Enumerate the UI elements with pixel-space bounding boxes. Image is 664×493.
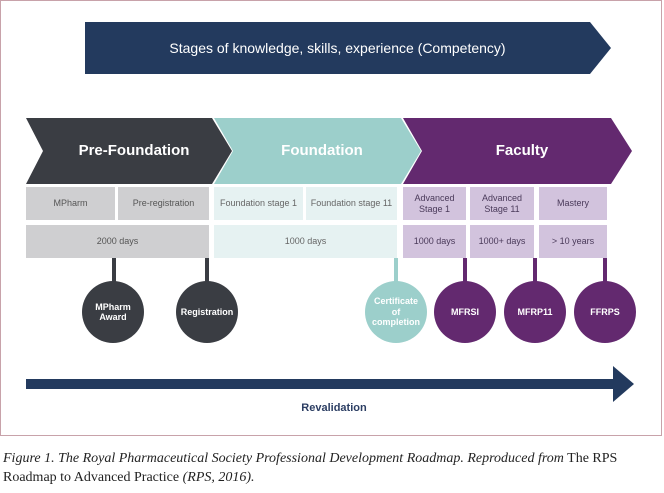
stage-label-foundation-11: Foundation stage 11 [310, 198, 393, 209]
milestone-label-mfrsi: MFRSI [451, 306, 479, 317]
connector-mfrp11 [533, 258, 537, 285]
duration-cell-mastery [539, 225, 607, 258]
figure-caption: Figure 1. The Royal Pharmaceutical Socie… [3, 449, 663, 487]
stage-label-mastery: Mastery [556, 198, 589, 209]
stage-cell-advanced-11 [470, 187, 534, 220]
competency-banner-text: Stages of knowledge, skills, experience … [169, 39, 506, 56]
roadmap-diagram [26, 22, 636, 402]
stage-cell-foundation-11 [306, 187, 397, 220]
connector-mpharm-award [112, 258, 116, 285]
caption-italic-part-2: (RPS, 2016). [182, 470, 255, 485]
competency-banner-arrow [85, 22, 611, 74]
milestone-circle-certificate [365, 281, 427, 343]
duration-label-advanced-11: 1000+ days [478, 236, 526, 247]
milestone-circle-mfrsi [434, 281, 496, 343]
duration-label-advanced-1: 1000 days [413, 236, 456, 247]
phase-label-foundation: Foundation [281, 142, 363, 160]
duration-label-pre-foundation: 2000 days [96, 236, 139, 247]
milestone-label-registration: Registration [180, 306, 234, 317]
caption-italic-part-1: Figure 1. The Royal Pharmaceutical Socie… [3, 451, 564, 466]
phase-label-faculty: Faculty [495, 142, 549, 160]
stage-cell-mpharm [26, 187, 115, 220]
revalidation-arrow-head [613, 366, 634, 402]
pre-foundation-chevron [26, 118, 232, 184]
foundation-chevron [214, 118, 421, 184]
connector-mfrsi [463, 258, 467, 285]
duration-label-foundation: 1000 days [284, 236, 327, 247]
stage-cell-pre-registration [118, 187, 209, 220]
stage-label-mpharm: MPharm [53, 198, 88, 209]
caption-source-title: The RPS Roadmap to Advanced Practice [3, 451, 618, 485]
milestone-circle-ffrps [574, 281, 636, 343]
duration-cell-pre-foundation [26, 225, 209, 258]
stage-label-advanced-11: Advanced Stage 11 [481, 193, 523, 214]
milestone-circle-mpharm-award [82, 281, 144, 343]
stage-label-foundation-1: Foundation stage 1 [219, 198, 298, 209]
stage-label-advanced-1: Advanced Stage 1 [414, 193, 455, 214]
duration-cell-foundation [214, 225, 397, 258]
revalidation-label: Revalidation [301, 401, 367, 414]
milestone-label-mfrp11: MFRP11 [517, 306, 553, 317]
stage-cell-foundation-1 [214, 187, 303, 220]
connector-registration [205, 258, 209, 285]
connector-ffrps [603, 258, 607, 285]
milestone-circle-mfrp11 [504, 281, 566, 343]
duration-cell-advanced-11 [470, 225, 534, 258]
revalidation-arrow-shaft [26, 379, 616, 389]
phase-label-pre-foundation: Pre-Foundation [78, 142, 190, 160]
stage-cell-advanced-1 [403, 187, 466, 220]
milestone-label-ffrps: FFRPS [590, 306, 620, 317]
duration-label-mastery: > 10 years [551, 236, 595, 247]
duration-cell-advanced-1 [403, 225, 466, 258]
milestone-label-certificate: Certificate of completion [371, 296, 420, 328]
faculty-chevron [403, 118, 632, 184]
stage-cell-mastery [539, 187, 607, 220]
stage-label-pre-registration: Pre-registration [132, 198, 195, 209]
connector-certificate [394, 258, 398, 285]
milestone-circle-registration [176, 281, 238, 343]
milestone-label-mpharm-award: MPharm Award [95, 301, 131, 322]
